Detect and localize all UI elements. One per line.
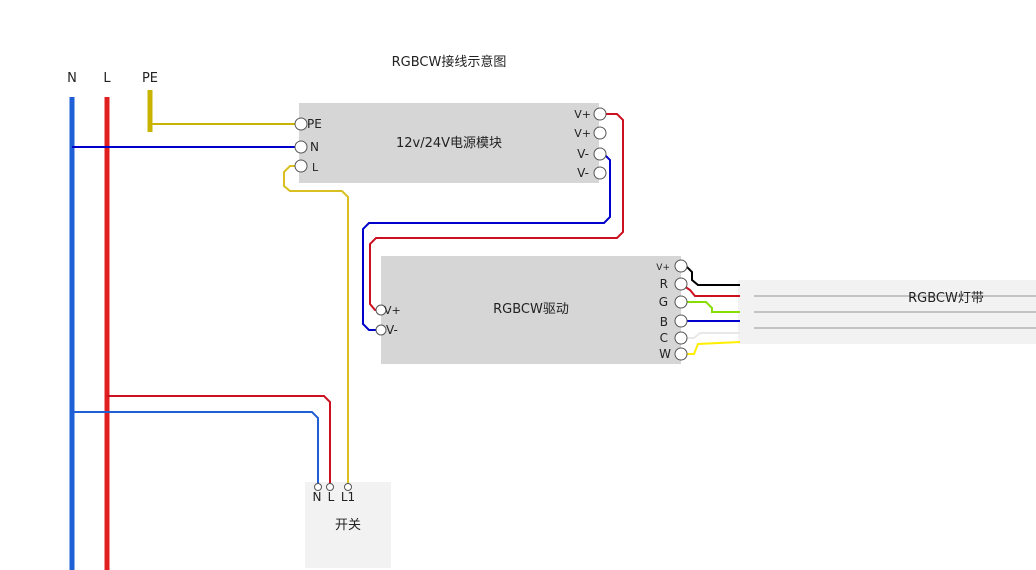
output-wire-w	[681, 341, 741, 355]
driver-label-r: R	[660, 277, 668, 291]
switch-box[interactable]	[305, 482, 391, 568]
psu-terminal-vplus-1[interactable]	[593, 107, 607, 121]
psu-label-vplus-1: V+	[574, 108, 591, 121]
driver-terminal-vminus[interactable]	[375, 324, 387, 336]
driver-label-g: G	[659, 295, 668, 309]
driver-terminal-g[interactable]	[674, 295, 688, 309]
driver-output-strip	[655, 256, 681, 364]
psu-terminal-n[interactable]	[294, 140, 308, 154]
driver-terminal-b[interactable]	[674, 314, 688, 328]
rail-label-n: N	[67, 71, 77, 86]
driver-box[interactable]	[381, 256, 681, 364]
driver-terminal-out-vplus[interactable]	[674, 259, 688, 273]
dc-positive-wire	[369, 113, 624, 311]
psu-terminal-vplus-2[interactable]	[593, 126, 607, 140]
driver-name: RGBCW驱动	[493, 302, 569, 317]
switch-terminal-l1[interactable]	[344, 483, 352, 491]
neutral-wire-switch	[72, 411, 319, 486]
switch-name: 开关	[335, 518, 361, 533]
switched-live-wire	[283, 165, 349, 486]
dc-negative-wire	[362, 153, 611, 331]
rail-label-l: L	[103, 71, 111, 86]
psu-label-n: N	[310, 140, 319, 154]
switch-terminal-n[interactable]	[314, 483, 322, 491]
driver-label-vminus: V-	[386, 323, 398, 337]
psu-terminal-pe[interactable]	[294, 117, 308, 131]
psu-name: 12v/24V电源模块	[396, 136, 502, 151]
psu-terminal-l[interactable]	[294, 159, 308, 173]
psu-label-vminus-1: V-	[577, 147, 589, 161]
psu-label-l: L	[312, 161, 319, 174]
driver-label-vplus: V+	[384, 304, 401, 317]
switch-label-n: N	[313, 490, 322, 504]
psu-terminal-vminus-2[interactable]	[593, 166, 607, 180]
output-wire-vplus	[681, 265, 740, 286]
switch-terminal-l[interactable]	[326, 483, 334, 491]
switch-label-l: L	[328, 490, 335, 504]
driver-terminal-r[interactable]	[674, 277, 688, 291]
driver-terminal-vplus[interactable]	[375, 304, 387, 316]
output-wire-g	[681, 301, 740, 313]
rail-label-pe: PE	[142, 71, 158, 86]
switch-label-l1: L1	[341, 490, 355, 504]
psu-terminal-vminus-1[interactable]	[593, 147, 607, 161]
driver-label-out-vplus: V+	[656, 263, 670, 273]
driver-terminal-w[interactable]	[674, 347, 688, 361]
live-wire-switch	[107, 395, 331, 486]
psu-label-vminus-2: V-	[577, 166, 589, 180]
psu-label-vplus-2: V+	[574, 127, 591, 140]
driver-label-w: W	[659, 347, 671, 361]
strip-name: RGBCW灯带	[908, 291, 984, 306]
output-wire-c	[681, 332, 740, 339]
driver-label-c: C	[660, 331, 668, 345]
psu-box[interactable]	[299, 103, 599, 183]
psu-label-pe: PE	[307, 117, 322, 131]
diagram-title: RGBCW接线示意图	[392, 54, 507, 70]
driver-label-b: B	[660, 315, 668, 329]
driver-terminal-c[interactable]	[674, 331, 688, 345]
